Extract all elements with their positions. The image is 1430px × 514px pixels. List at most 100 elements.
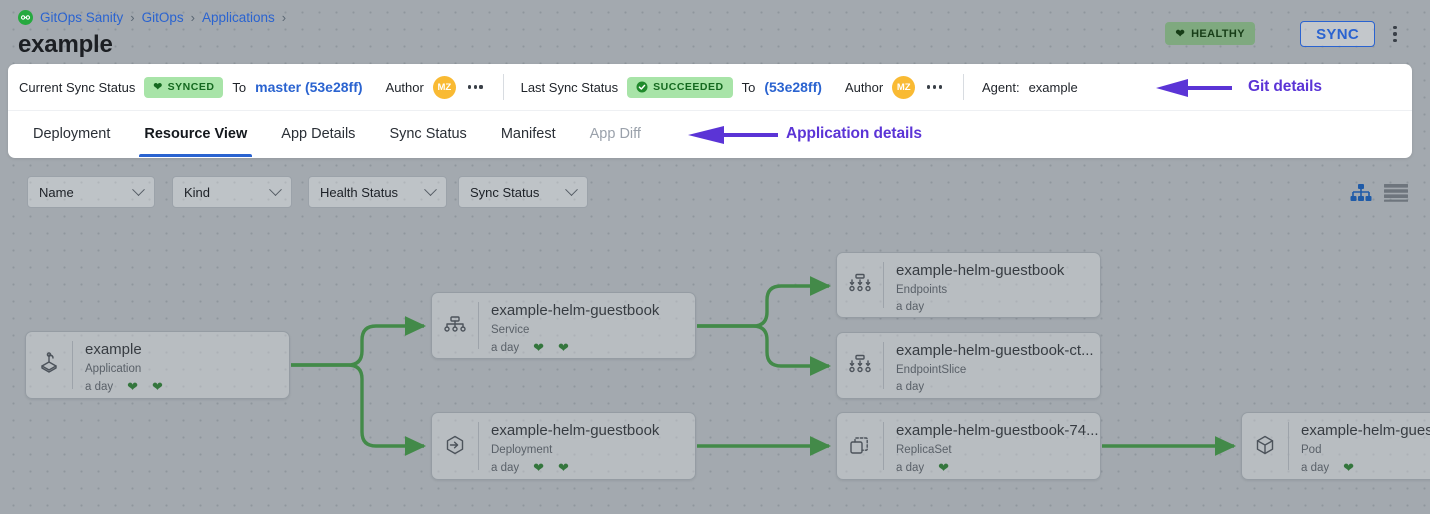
tab-deployment[interactable]: Deployment [16, 111, 127, 157]
sync-status-bar: Current Sync Status ❤ SYNCED To master (… [8, 64, 1412, 111]
node-meta: a day ❤ ❤ [85, 380, 289, 393]
tab-label: Deployment [33, 126, 111, 142]
annotation-arrow-application-details [688, 126, 778, 144]
more-vertical-icon[interactable] [1387, 22, 1403, 46]
current-sync-status-group: Current Sync Status ❤ SYNCED To master (… [19, 75, 486, 99]
last-revision-link[interactable]: (53e28ff) [764, 79, 822, 95]
node-kind: Application [85, 363, 142, 375]
tab-resource-view[interactable]: Resource View [127, 111, 264, 157]
last-sync-status-chip: SUCCEEDED [627, 76, 733, 98]
divider [478, 302, 479, 349]
node-name: example-helm-guestbook [896, 262, 1065, 279]
graph-node-endpointslice[interactable]: example-helm-guestbook-ct... EndpointSlic… [836, 332, 1101, 399]
sync-button[interactable]: SYNC [1300, 21, 1375, 47]
sync-status-filter[interactable]: Sync Status [458, 176, 588, 208]
breadcrumb: GitOps Sanity › GitOps › Applications › [18, 10, 286, 25]
list-view-icon [1384, 184, 1408, 202]
node-name: example-helm-guestbook [491, 302, 660, 319]
health-status-heart-icon[interactable]: ❤ [938, 460, 950, 475]
health-status-heart-icon[interactable]: ❤ [533, 460, 545, 475]
divider [478, 422, 479, 470]
node-kind: ReplicaSet [896, 444, 952, 456]
kind-filter[interactable]: Kind [172, 176, 292, 208]
tab-label: Resource View [144, 126, 248, 142]
breadcrumb-item-gitops-sanity[interactable]: GitOps Sanity [40, 10, 124, 25]
heart-icon: ❤ [153, 81, 163, 93]
pod-icon [1242, 413, 1288, 479]
tab-label: App Diff [589, 126, 641, 142]
resource-filter-toolbar: Name Kind Health Status Sync Status [0, 166, 1430, 221]
health-status-filter[interactable]: Health Status [308, 176, 447, 208]
current-author-label: Author [385, 79, 424, 95]
page-title: example [18, 31, 113, 58]
kind-filter-label: Kind [184, 184, 211, 200]
replicaset-icon [837, 413, 883, 479]
current-sync-status-label: Current Sync Status [19, 79, 136, 95]
tab-label: App Details [281, 126, 356, 142]
tree-view-toggle[interactable] [1350, 183, 1372, 208]
tab-label: Manifest [500, 126, 556, 142]
node-meta: a day❤ [1301, 461, 1430, 474]
name-filter[interactable]: Name [27, 176, 155, 208]
annotation-git-details: Git details [1248, 78, 1322, 95]
last-sync-status-label: Last Sync Status [520, 79, 619, 95]
tab-manifest[interactable]: Manifest [484, 111, 573, 157]
health-badge-label: HEALTHY [1191, 27, 1245, 40]
health-status-filter-label: Health Status [320, 184, 399, 200]
breadcrumb-item-gitops[interactable]: GitOps [141, 10, 184, 25]
tab-app-diff[interactable]: App Diff [573, 111, 658, 157]
divider [1288, 422, 1289, 470]
avatar: MZ [892, 75, 916, 99]
deployment-icon [432, 413, 478, 479]
node-name: example-helm-guest [1301, 422, 1430, 439]
sync-status-heart-icon[interactable]: ❤ [558, 460, 569, 475]
current-more-horizontal-icon[interactable] [465, 81, 486, 92]
node-meta: a day [896, 381, 1100, 393]
tab-bar: Deployment Resource View App Details Sync S… [8, 111, 1412, 157]
current-sync-status-chip-label: SYNCED [167, 81, 215, 93]
chevron-down-icon [565, 182, 578, 196]
sync-status-heart-icon[interactable]: ❤ [558, 340, 569, 355]
node-age: a day [896, 301, 925, 313]
list-view-toggle[interactable] [1384, 184, 1408, 207]
breadcrumb-item-applications[interactable]: Applications [201, 10, 275, 25]
application-summary-card: Current Sync Status ❤ SYNCED To master (… [8, 64, 1412, 158]
last-sync-status-chip-label: SUCCEEDED [653, 81, 724, 93]
node-age: a day [85, 380, 114, 393]
last-more-horizontal-icon[interactable] [924, 81, 945, 92]
breadcrumb-separator: › [281, 10, 287, 25]
tab-app-details[interactable]: App Details [264, 111, 372, 157]
health-status-heart-icon[interactable]: ❤ [533, 340, 545, 355]
last-sync-status-group: Last Sync Status SUCCEEDED To (53e28ff) … [520, 75, 945, 99]
node-age: a day [491, 341, 520, 354]
health-status-heart-icon[interactable]: ❤ [127, 379, 139, 394]
tree-view-icon [1350, 184, 1372, 201]
current-to-label: To [232, 79, 247, 95]
sync-status-heart-icon[interactable]: ❤ [152, 379, 163, 394]
divider [883, 342, 884, 389]
page-header: GitOps Sanity › GitOps › Applications › … [0, 0, 1430, 66]
node-meta: a day [896, 301, 1100, 313]
agent-group: Agent: example [982, 80, 1078, 95]
tab-sync-status[interactable]: Sync Status [372, 111, 483, 157]
node-name: example [85, 341, 142, 358]
node-kind: EndpointSlice [896, 364, 967, 376]
health-status-heart-icon[interactable]: ❤ [1343, 460, 1355, 475]
current-revision-link[interactable]: master (53e28ff) [255, 79, 363, 95]
divider [962, 74, 964, 100]
node-age: a day [896, 381, 925, 393]
node-age: a day [896, 461, 925, 474]
agent-label: Agent: [981, 79, 1020, 95]
divider [883, 262, 884, 308]
node-name: example-helm-guestbook-ct... [896, 342, 1094, 359]
chevron-down-icon [269, 182, 282, 196]
endpointslice-icon [837, 333, 883, 398]
service-icon [432, 293, 478, 358]
application-icon [26, 332, 72, 398]
